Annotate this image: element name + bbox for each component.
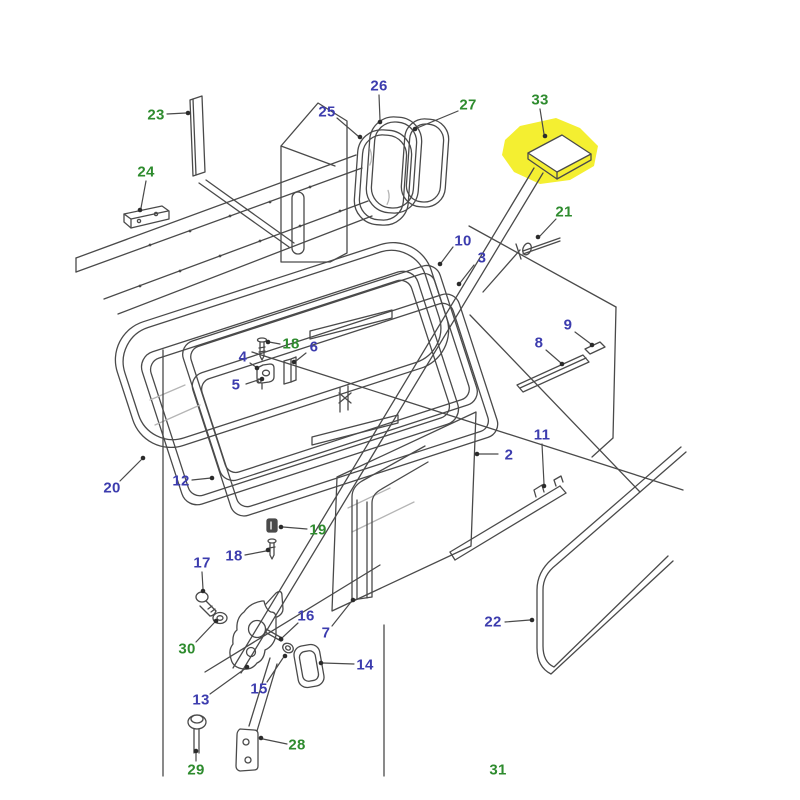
part-10-frame (137, 267, 462, 509)
line-art (0, 0, 800, 778)
part-23-trim-strip (190, 96, 294, 247)
part-28-plate (236, 658, 277, 771)
part-9-end-cap (585, 342, 605, 354)
part-27-seal (400, 118, 450, 209)
part-29-grommet (188, 715, 206, 753)
leader-lines (120, 95, 595, 761)
part-8-rail (517, 355, 589, 392)
part-14-gasket (293, 643, 326, 689)
part-26-seal (365, 115, 424, 214)
body-panel (76, 103, 372, 314)
part-21-rivet (483, 238, 560, 292)
backing-panel-upper (469, 226, 616, 457)
part-33-highlighted (233, 118, 598, 673)
pillar-slot (292, 192, 304, 254)
locating-lines (252, 315, 683, 492)
backing-panel-lower (163, 350, 384, 776)
part-24-bracket (124, 206, 169, 228)
part-4-5-latch (257, 364, 274, 389)
part-13-latch-body (230, 592, 283, 670)
part-22-seal (537, 447, 686, 674)
part-11-channel (450, 476, 566, 560)
part-18-top-screw (258, 338, 267, 360)
rivet-dots (138, 185, 342, 288)
part-30-washer (213, 613, 227, 624)
part-7-channel (352, 446, 428, 600)
part-19-clip (267, 519, 277, 532)
part-25-seal (353, 128, 413, 227)
part-2-glass (332, 412, 476, 611)
part-17-bolt (196, 592, 216, 616)
body-pillar (281, 103, 347, 262)
part-15-bush (281, 641, 295, 654)
